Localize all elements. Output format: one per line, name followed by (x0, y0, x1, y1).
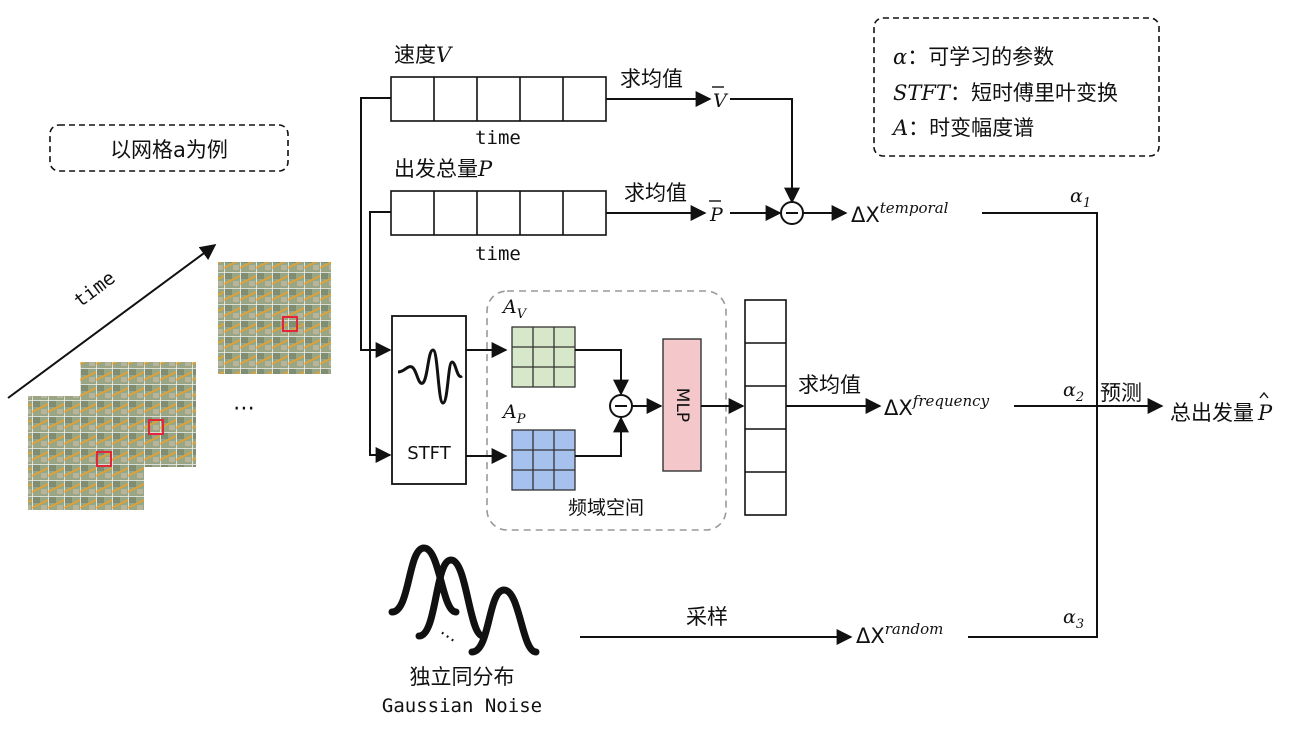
stft-label: STFT (407, 443, 451, 464)
mlp-block (662, 338, 702, 472)
gaussian-curves-icon (388, 544, 540, 656)
mean-label: 求均值 (620, 67, 683, 91)
delta-random: ΔXrandom (856, 620, 943, 648)
departure-label: 出发总量P (394, 157, 493, 181)
map-ellipsis: ⋯ (233, 396, 255, 421)
grid-cell-highlight (148, 419, 164, 435)
frequency-branch: STFT 频域空间 AV AP MLP 求均值 ΔXfrequency (391, 290, 990, 531)
grid-cell-highlight (282, 316, 298, 332)
amplitude-matrix-v (511, 326, 576, 388)
sample-label: 采样 (686, 605, 728, 629)
map-stack: time ⋯ (7, 244, 331, 510)
speed-label: 速度V (394, 43, 453, 67)
random-branch: ⋯ 独立同分布 Gaussian Noise 采样 ΔXrandom (382, 544, 943, 717)
frequency-feature-vector (744, 299, 787, 516)
ap-label: AP (501, 401, 526, 427)
time-axis-label: time (475, 243, 521, 265)
mlp-label: MLP (672, 388, 692, 422)
mean-label: 求均值 (798, 373, 861, 397)
legend-item-alpha: α：可学习的参数 (893, 45, 1054, 69)
time-arrow (7, 244, 217, 399)
departure-sequence: 出发总量P time 求均值 P ΔXtemporal (390, 157, 949, 265)
example-label: 以网格a为例 (110, 138, 228, 162)
branch-connectors (360, 97, 392, 463)
v-bar-label: V (713, 90, 729, 112)
legend-item-amplitude: A：时变幅度谱 (891, 116, 1034, 140)
p-bar-label: P (709, 204, 724, 226)
delta-temporal: ΔXtemporal (851, 199, 949, 227)
speed-sequence: 速度V time 求均值 V (390, 43, 800, 204)
mean-label: 求均值 (624, 181, 687, 205)
curves-ellipsis: ⋯ (434, 623, 461, 651)
alpha-2: α2 (1063, 379, 1084, 405)
hat-accent (1259, 391, 1269, 399)
grid-cell-highlight (96, 451, 112, 467)
iid-label: 独立同分布 (410, 665, 515, 689)
legend-box: α：可学习的参数 STFT：短时傅里叶变换 A：时变幅度谱 (873, 17, 1160, 157)
time-axis-label: time (475, 127, 521, 149)
waveform-icon (397, 348, 463, 405)
time-axis-label: time (70, 267, 120, 312)
frequency-domain-label: 频域空间 (568, 497, 644, 519)
legend-item-stft: STFT：短时傅里叶变换 (893, 81, 1118, 105)
map-tile-top (218, 262, 331, 374)
predict-label: 预测 (1100, 381, 1142, 405)
map-tile-front (28, 396, 144, 510)
amplitude-matrix-p (511, 429, 576, 491)
delta-frequency: ΔXfrequency (884, 392, 990, 420)
alpha-1: α1 (1070, 185, 1091, 211)
av-label: AV (501, 296, 528, 322)
alpha-3: α3 (1063, 606, 1084, 632)
example-box: 以网格a为例 (49, 124, 289, 172)
stft-block (391, 315, 467, 485)
frequency-domain-box (486, 290, 727, 531)
gaussian-noise-label: Gaussian Noise (382, 695, 542, 717)
